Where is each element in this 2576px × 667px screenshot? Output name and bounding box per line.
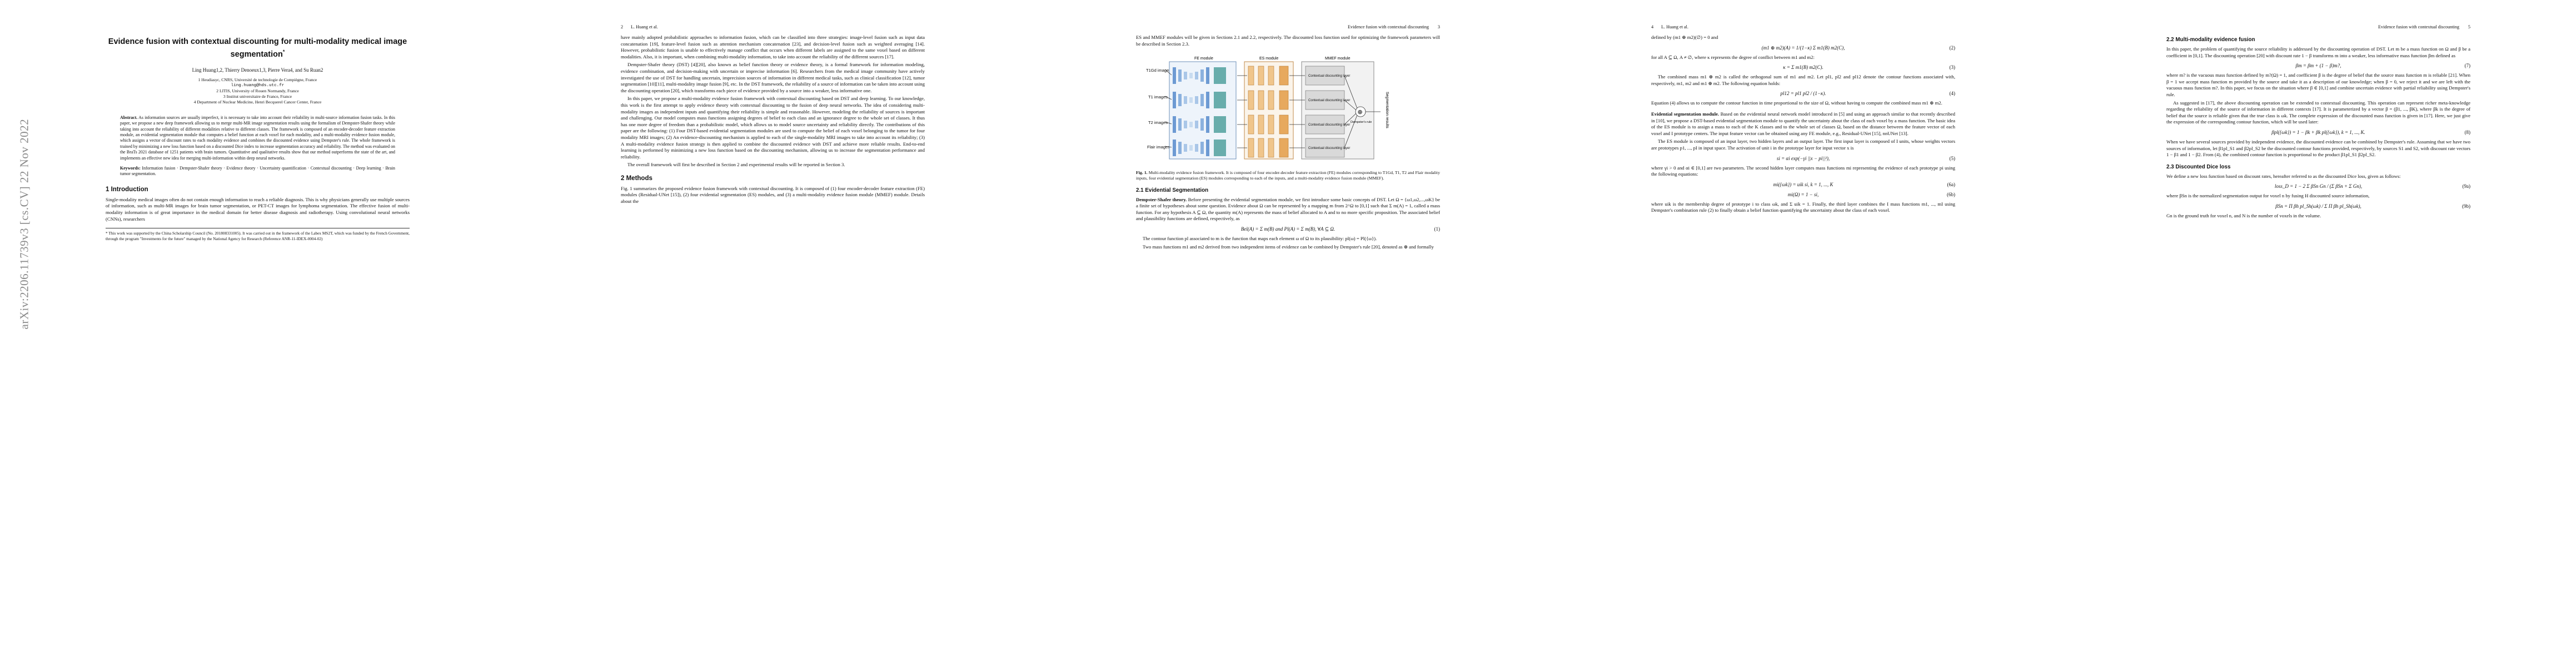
keywords: Keywords: Information fusion · Dempster-… bbox=[120, 166, 395, 177]
equation-9a: loss_D = 1 − 2 Σ βSn Gn / (Σ βSn + Σ Gn)… bbox=[2274, 183, 2470, 190]
authors: Ling Huang1,2, Thierry Denoeux1,3, Pierr… bbox=[192, 67, 323, 73]
equation-3: κ = Σ m1(B) m2(C).(3) bbox=[1783, 64, 1955, 71]
paragraph: for all A ⊆ Ω, A ≠ ∅, where κ represents… bbox=[1651, 54, 1815, 60]
svg-text:Contextual discounting layer: Contextual discounting layer bbox=[1308, 147, 1350, 150]
paragraph: have mainly adopted probabilistic approa… bbox=[621, 34, 925, 59]
framework-diagram: T1Gd images T1 images T2 images Flair im… bbox=[1146, 57, 1389, 160]
fe-net-2 bbox=[1173, 92, 1226, 109]
subsection-heading: 2.1 Evidential Segmentation bbox=[1136, 187, 1209, 193]
paragraph: defined by (m1 ⊕ m2)(∅) = 0 and bbox=[1651, 34, 1718, 40]
es-layers bbox=[1248, 66, 1289, 158]
svg-text:Contextual discounting layer: Contextual discounting layer bbox=[1308, 99, 1350, 102]
figure-caption: Fig. 1. Multi-modality evidence fusion f… bbox=[1136, 170, 1440, 181]
paragraph: The contour function pl associated to m … bbox=[1143, 235, 1377, 241]
paragraph: The overall framework will first be desc… bbox=[627, 162, 845, 168]
svg-text:Contextual discounting layer: Contextual discounting layer bbox=[1308, 123, 1350, 127]
paragraph: Dempster-Shafer theory (DST) [4][20], al… bbox=[621, 62, 925, 93]
paragraph: Equation (4) allows us to compute the co… bbox=[1651, 100, 1942, 106]
mmef-module-label: MMEF module bbox=[1325, 57, 1351, 61]
oplus-icon: ⊕ bbox=[1358, 108, 1363, 116]
paragraph: Two mass functions m1 and m2 derived fro… bbox=[1143, 243, 1434, 250]
section-heading-introduction: 1 Introduction bbox=[106, 186, 148, 193]
fe-networks bbox=[1173, 67, 1226, 157]
page-3: Evidence fusion with contextual discount… bbox=[1030, 0, 1546, 667]
paragraph: In this paper, we propose a multi-modali… bbox=[621, 96, 925, 160]
abstract: Abstract. As information sources are usu… bbox=[120, 115, 395, 161]
subsection-heading: 2.2 Multi-modality evidence fusion bbox=[2166, 37, 2255, 43]
input-label-flair: Flair images bbox=[1147, 145, 1170, 150]
page-5: Evidence fusion with contextual discount… bbox=[2061, 0, 2576, 667]
equation-7: βm = βm + (1 − β)m?,(7) bbox=[2295, 63, 2470, 69]
paragraph: Evidential segmentation module. Based on… bbox=[1651, 111, 1956, 136]
input-label-t1: T1 images bbox=[1148, 94, 1168, 99]
paragraph: As suggested in [17], the above discount… bbox=[2166, 99, 2470, 125]
equation-6a: mi({ωk}) = uik si, k = 1, ..., K(6a) bbox=[1773, 181, 1955, 187]
paragraph: Fig. 1 summarizes the proposed evidence … bbox=[621, 185, 925, 205]
page-2: 2 L. Huang et al. have mainly adopted pr… bbox=[515, 0, 1030, 667]
fe-net-1 bbox=[1173, 67, 1226, 84]
page-1: arXiv:2206.11739v3 [cs.CV] 22 Nov 2022 E… bbox=[0, 0, 515, 667]
equation-4: pl12 = pl1 pl2 / (1−κ).(4) bbox=[1780, 91, 1955, 97]
paragraph: where m? is the vacuous mass function de… bbox=[2166, 72, 2470, 97]
subsection-heading: 2.3 Discounted Dice loss bbox=[2166, 163, 2231, 170]
paragraph: In this paper, the problem of quantifyin… bbox=[2166, 46, 2470, 58]
paragraph: When we have several sources provided by… bbox=[2166, 138, 2470, 158]
paragraph: We define a new loss function based on d… bbox=[2166, 173, 2401, 179]
paragraph: Gn is the ground truth for voxel n, and … bbox=[2166, 212, 2321, 218]
section-heading-methods: 2 Methods bbox=[621, 175, 652, 182]
fe-net-4 bbox=[1173, 140, 1226, 157]
page-header: Evidence fusion with contextual discount… bbox=[1348, 24, 1440, 29]
page-header: 4 L. Huang et al. bbox=[1651, 24, 1688, 29]
equation-1: Bel(A) = Σ m(B) and Pl(A) = Σ m(B), ∀A ⊆… bbox=[1240, 226, 1440, 232]
paragraph: ES and MMEF modules will be given in Sec… bbox=[1136, 34, 1440, 47]
svg-text:Contextual discounting layer: Contextual discounting layer bbox=[1308, 74, 1350, 78]
paragraph: The ES module is composed of an input la… bbox=[1651, 138, 1955, 151]
paper-title: Evidence fusion with contextual discount… bbox=[108, 37, 407, 59]
output-label: Segmentation results bbox=[1385, 92, 1389, 128]
paragraph: The combined mass m1 ⊕ m2 is called the … bbox=[1651, 74, 1955, 86]
arxiv-stamp: arXiv:2206.11739v3 [cs.CV] 22 Nov 2022 bbox=[17, 118, 31, 330]
input-label-t2: T2 images bbox=[1148, 120, 1168, 125]
footnote: * This work was supported by the China S… bbox=[106, 228, 410, 241]
equation-8: βpl({ωk}) = 1 − βk + βk pl({ωk}), k = 1,… bbox=[2271, 129, 2470, 135]
page-header: 2 L. Huang et al. bbox=[621, 24, 658, 29]
mmef-layers: Contextual discounting layer Contextual … bbox=[1305, 66, 1350, 158]
fe-module-label: FE module bbox=[1194, 57, 1213, 61]
es-module-label: ES module bbox=[1259, 57, 1278, 61]
equation-5: si = αi exp(−γi ||x − pi||²),(5) bbox=[1776, 155, 1955, 161]
equation-6b: mi(Ω) = 1 − si,(6b) bbox=[1787, 191, 1955, 197]
framework-figure: T1Gd images T1 images T2 images Flair im… bbox=[1136, 53, 1440, 167]
input-label-t1gd: T1Gd images bbox=[1146, 68, 1171, 73]
equation-9b: βSn = Π βh pl_Sh(ωk) / Σ Π βh pl_Sh(ωk),… bbox=[2275, 203, 2470, 209]
paragraph: where γi > 0 and αi ∈ [0,1] are two para… bbox=[1651, 165, 1955, 177]
fe-net-3 bbox=[1173, 116, 1226, 133]
paragraph: where βSn is the normalized segmentation… bbox=[2166, 193, 2370, 199]
equation-2: (m1 ⊕ m2)(A) = 1/(1−κ) Σ m1(B) m2(C),(2) bbox=[1761, 44, 1955, 51]
paragraph: where uik is the membership degree of pr… bbox=[1651, 201, 1955, 213]
paragraph: Single-modality medical images often do … bbox=[106, 196, 410, 222]
page-header: Evidence fusion with contextual discount… bbox=[2378, 24, 2470, 29]
page-4: 4 L. Huang et al. defined by (m1 ⊕ m2)(∅… bbox=[1546, 0, 2061, 667]
dempster-rule-label: Dempster's rule bbox=[1351, 121, 1372, 124]
paragraph: Dempster-Shafer theory. Before presentin… bbox=[1136, 196, 1440, 222]
affiliations: 1 Heudiasyc, CNRS, Université de technol… bbox=[193, 77, 322, 104]
